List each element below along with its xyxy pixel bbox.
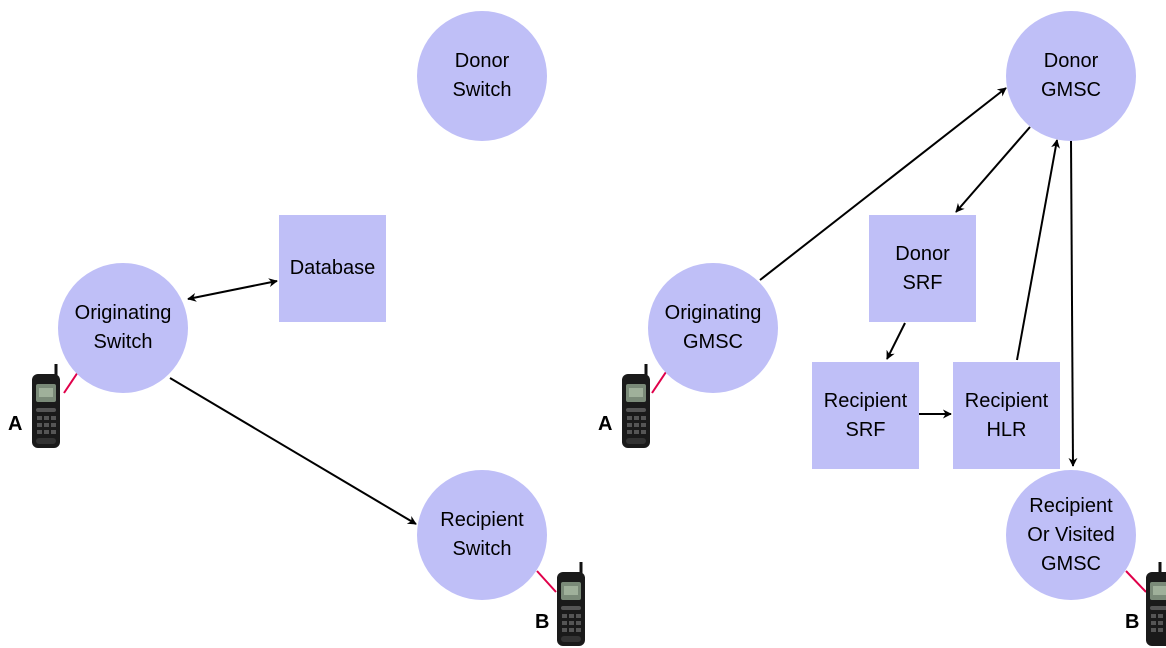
- originating-gmsc-label-2: GMSC: [683, 331, 743, 353]
- recipient-visited-gmsc-label-2: Or Visited: [1027, 523, 1115, 546]
- originating-switch-node: Originating Switch: [58, 263, 188, 393]
- recipient-visited-gmsc-node: Recipient Or Visited GMSC: [1006, 470, 1136, 600]
- originating-gmsc-node: Originating GMSC: [648, 263, 778, 393]
- donor-srf-node: Donor SRF: [869, 215, 976, 322]
- phone-a-label-right: A: [598, 413, 613, 435]
- recipient-switch-label-1: Recipient: [440, 509, 524, 531]
- originating-gmsc-label-1: Originating: [664, 302, 762, 324]
- arrow-donor-gmsc-to-donor-srf: [955, 126, 1031, 213]
- link-phone-b-right: [1125, 570, 1147, 593]
- arrow-originating-to-recipient-switch: [169, 377, 417, 525]
- arrow-donor-gmsc-to-recipient-gmsc: [1068, 139, 1078, 467]
- donor-switch-node: Donor Switch: [417, 11, 547, 141]
- phone-b-label-right: B: [1125, 611, 1140, 633]
- recipient-hlr-node: Recipient HLR: [953, 362, 1060, 469]
- link-phone-a-right: [651, 371, 667, 394]
- donor-gmsc-label-1: Donor: [1043, 50, 1099, 72]
- recipient-switch-label-2: Switch: [452, 538, 512, 560]
- donor-switch-label-1: Donor: [454, 50, 510, 72]
- recipient-hlr-label-2: HLR: [986, 418, 1027, 441]
- donor-gmsc-label-2: GMSC: [1041, 79, 1101, 101]
- mobile-phone-icon: [557, 562, 585, 646]
- donor-srf-label-1: Donor: [895, 242, 950, 265]
- recipient-visited-gmsc-label-1: Recipient: [1029, 494, 1113, 517]
- phone-a-label-left: A: [8, 413, 23, 435]
- recipient-srf-node: Recipient SRF: [812, 362, 919, 469]
- link-phone-b-left: [536, 570, 557, 593]
- mobile-phone-icon: [1146, 562, 1166, 646]
- donor-srf-label-2: SRF: [902, 271, 943, 294]
- originating-switch-label-2: Switch: [93, 331, 153, 353]
- database-label: Database: [289, 257, 376, 279]
- link-phone-a-left: [63, 371, 79, 394]
- arrow-originating-to-donor-gmsc: [759, 87, 1007, 281]
- donor-switch-label-2: Switch: [452, 79, 512, 101]
- mobile-phone-icon: [622, 364, 650, 448]
- donor-gmsc-node: Donor GMSC: [1006, 11, 1136, 141]
- arrow-hlr-to-donor-gmsc: [1016, 139, 1060, 361]
- arrow-originating-database: [187, 278, 278, 302]
- recipient-switch-node: Recipient Switch: [417, 470, 547, 600]
- recipient-visited-gmsc-label-3: GMSC: [1041, 552, 1101, 575]
- recipient-hlr-label-1: Recipient: [964, 389, 1049, 412]
- recipient-srf-label-2: SRF: [845, 418, 886, 441]
- database-node: Database: [279, 215, 386, 322]
- phone-b-label-left: B: [535, 611, 550, 633]
- mobile-phone-icon: [32, 364, 60, 448]
- arrow-donor-srf-to-recipient-srf: [886, 322, 906, 360]
- recipient-srf-label-1: Recipient: [823, 389, 908, 412]
- originating-switch-label-1: Originating: [74, 302, 172, 324]
